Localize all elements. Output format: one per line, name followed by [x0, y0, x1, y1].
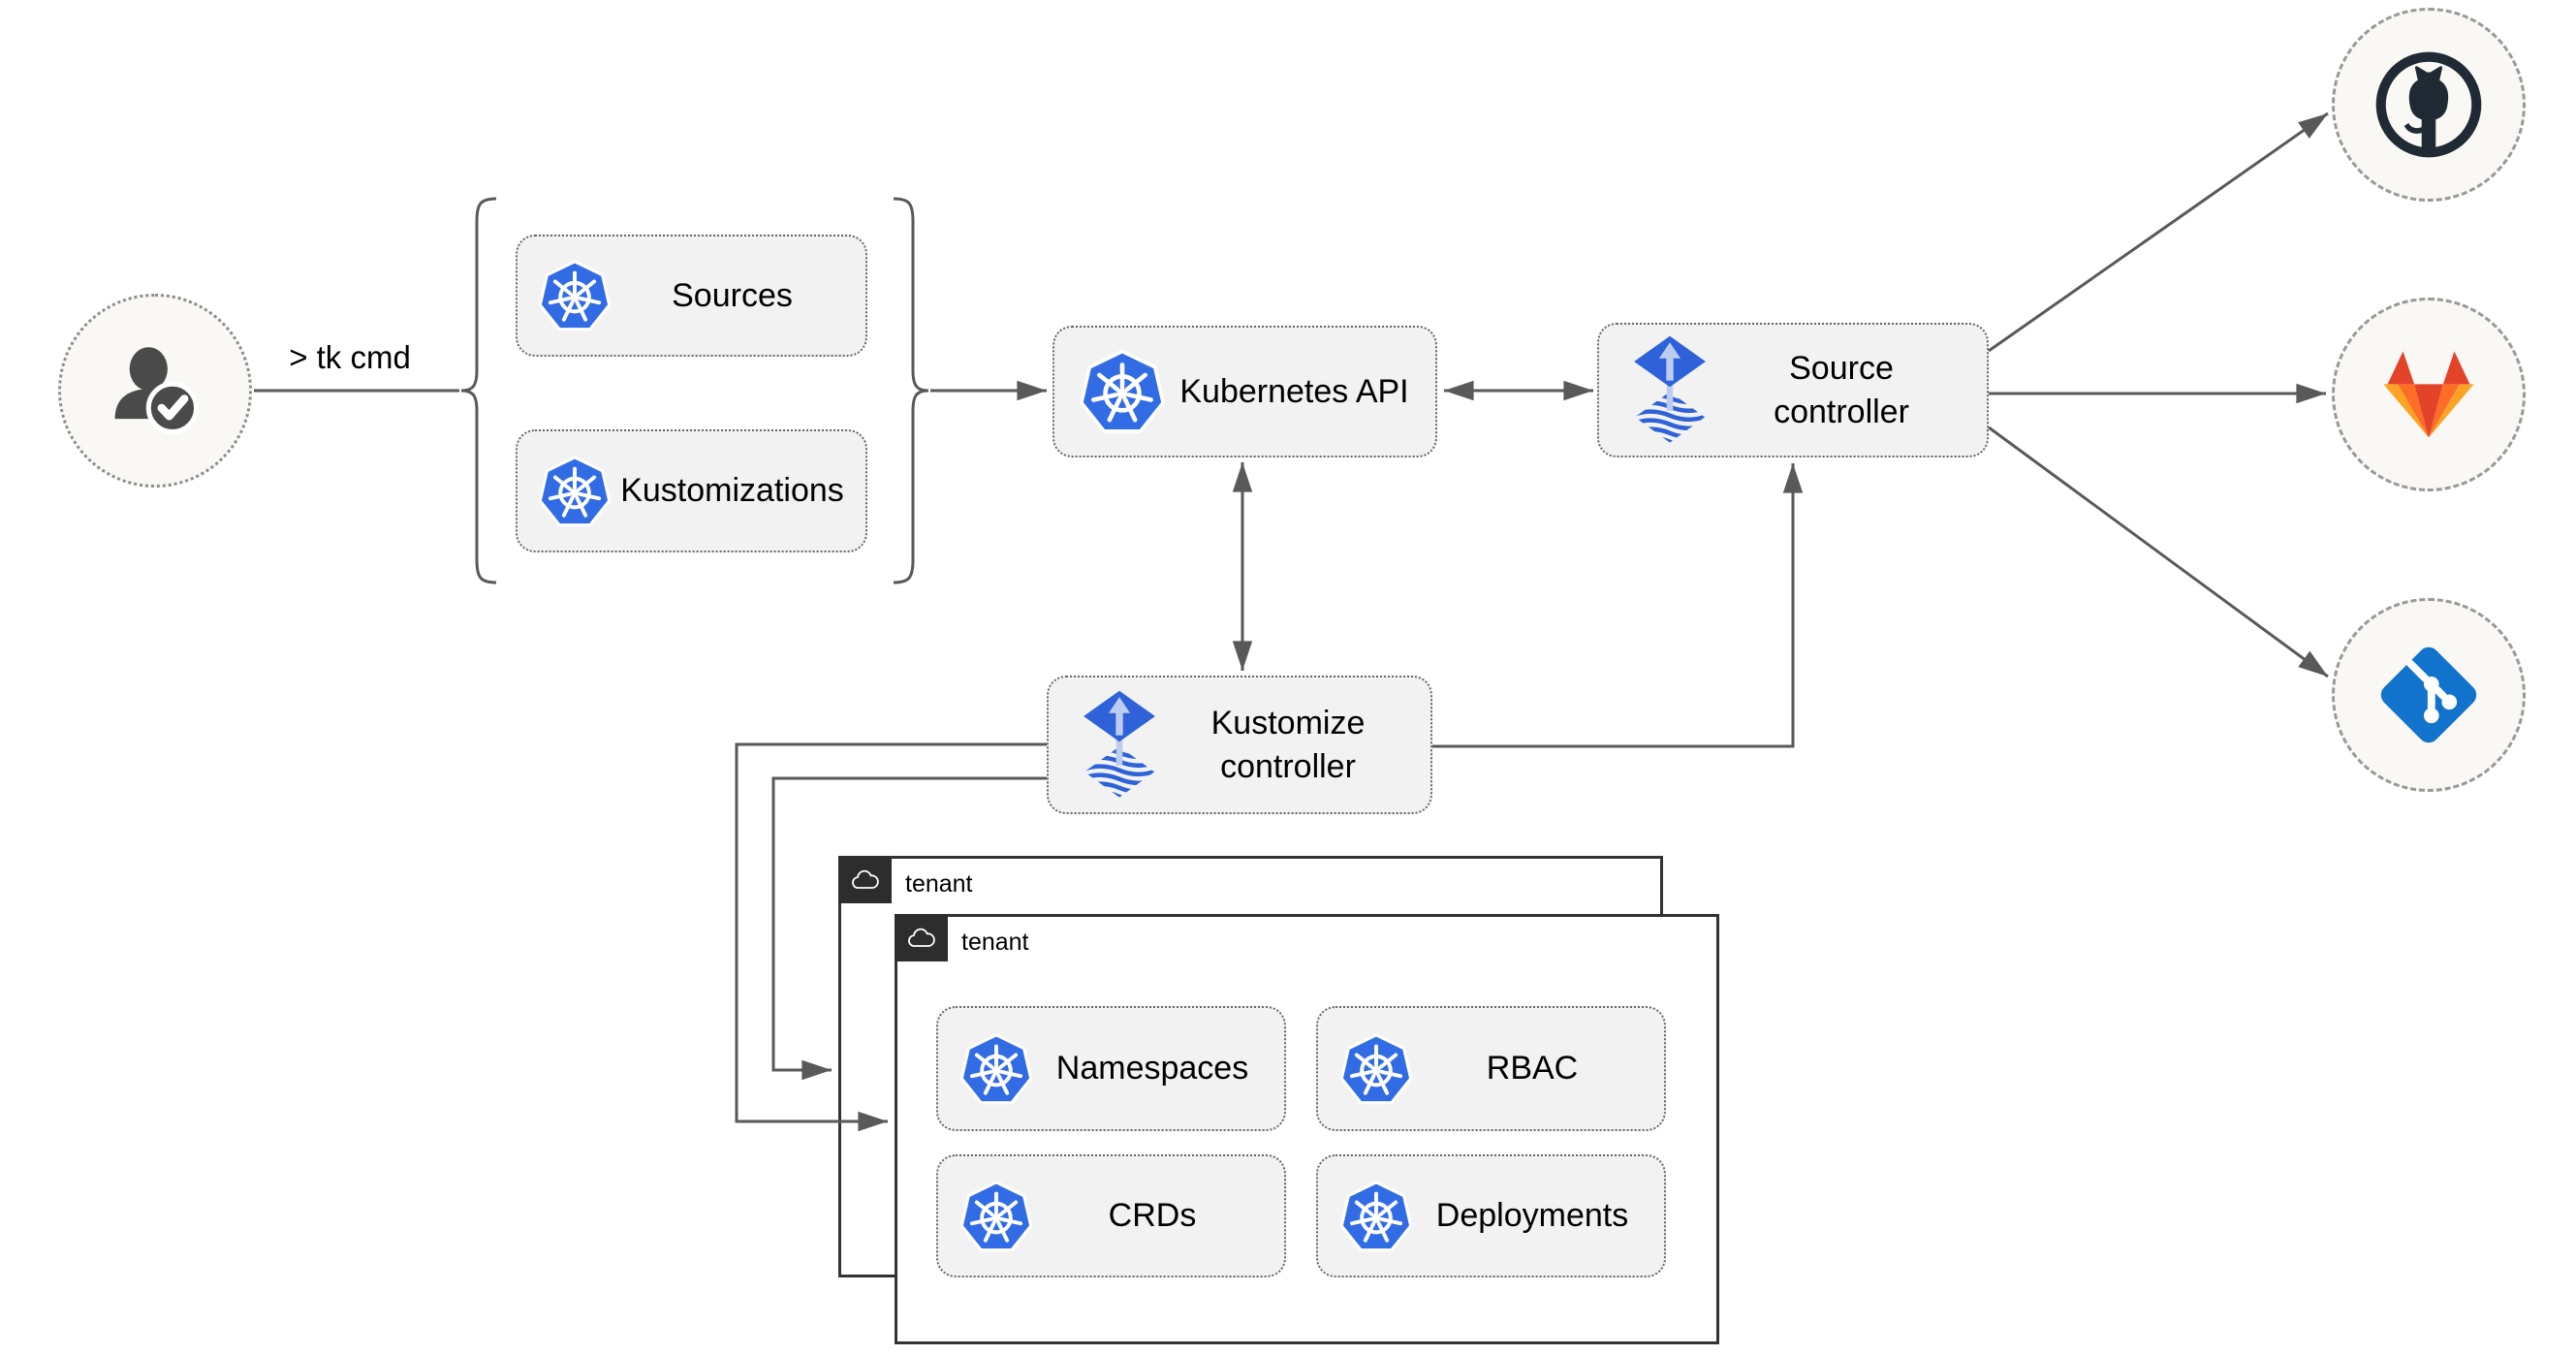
user-actor — [58, 294, 252, 488]
kubernetes-icon — [958, 1179, 1034, 1254]
cli-command-label: > tk cmd — [289, 339, 411, 375]
user-check-icon — [101, 336, 209, 445]
git-icon — [2374, 641, 2483, 749]
kubernetes-icon — [1338, 1179, 1414, 1254]
edge-kustomize-to-source-controller — [1432, 463, 1804, 748]
node-namespaces: Namespaces — [936, 1006, 1286, 1131]
node-crds: CRDs — [936, 1154, 1286, 1277]
tenant-tab — [895, 914, 948, 961]
node-rbac-label: RBAC — [1486, 1050, 1579, 1087]
node-source-controller-label: Source controller — [1774, 349, 1909, 430]
right-brace — [893, 197, 929, 584]
node-sources-label: Sources — [672, 276, 793, 314]
cloud-icon — [906, 928, 937, 949]
remote-github — [2332, 8, 2526, 202]
node-namespaces-label: Namespaces — [1055, 1050, 1249, 1087]
node-rbac: RBAC — [1316, 1006, 1666, 1131]
github-icon — [2374, 50, 2483, 159]
node-kustomize-controller: Kustomize controller — [1047, 676, 1432, 814]
remote-gitlab — [2332, 298, 2526, 491]
flux-icon — [1080, 689, 1159, 801]
remote-git — [2332, 598, 2526, 792]
tenant-back-label: tenant — [905, 870, 973, 898]
kubernetes-icon — [1078, 347, 1167, 436]
flux-icon — [1630, 334, 1710, 446]
node-deployments: Deployments — [1316, 1154, 1666, 1277]
node-kustomizations-label: Kustomizations — [620, 472, 844, 510]
kubernetes-icon — [537, 258, 613, 333]
node-kustomize-controller-label: Kustomize controller — [1210, 704, 1366, 785]
node-sources: Sources — [516, 235, 867, 357]
node-kubernetes-api: Kubernetes API — [1052, 326, 1437, 457]
node-deployments-label: Deployments — [1435, 1197, 1629, 1235]
tenant-tab — [838, 856, 892, 903]
tenant-front-label: tenant — [961, 929, 1029, 956]
edge-source-to-git — [1988, 425, 2329, 678]
edge-source-to-github — [1988, 111, 2329, 353]
node-source-controller: Source controller — [1597, 323, 1989, 457]
kubernetes-icon — [1338, 1031, 1414, 1107]
gitlab-icon — [2377, 347, 2480, 442]
kubernetes-icon — [958, 1031, 1034, 1107]
node-kubernetes-api-label: Kubernetes API — [1179, 372, 1409, 410]
kubernetes-icon — [537, 454, 613, 529]
left-brace — [460, 197, 497, 584]
node-crds-label: CRDs — [1108, 1197, 1197, 1235]
node-kustomizations: Kustomizations — [516, 429, 867, 552]
cloud-icon — [850, 869, 881, 891]
tenant-container-front: tenant Namespaces RBAC CRDs Deployments — [895, 914, 1719, 1344]
